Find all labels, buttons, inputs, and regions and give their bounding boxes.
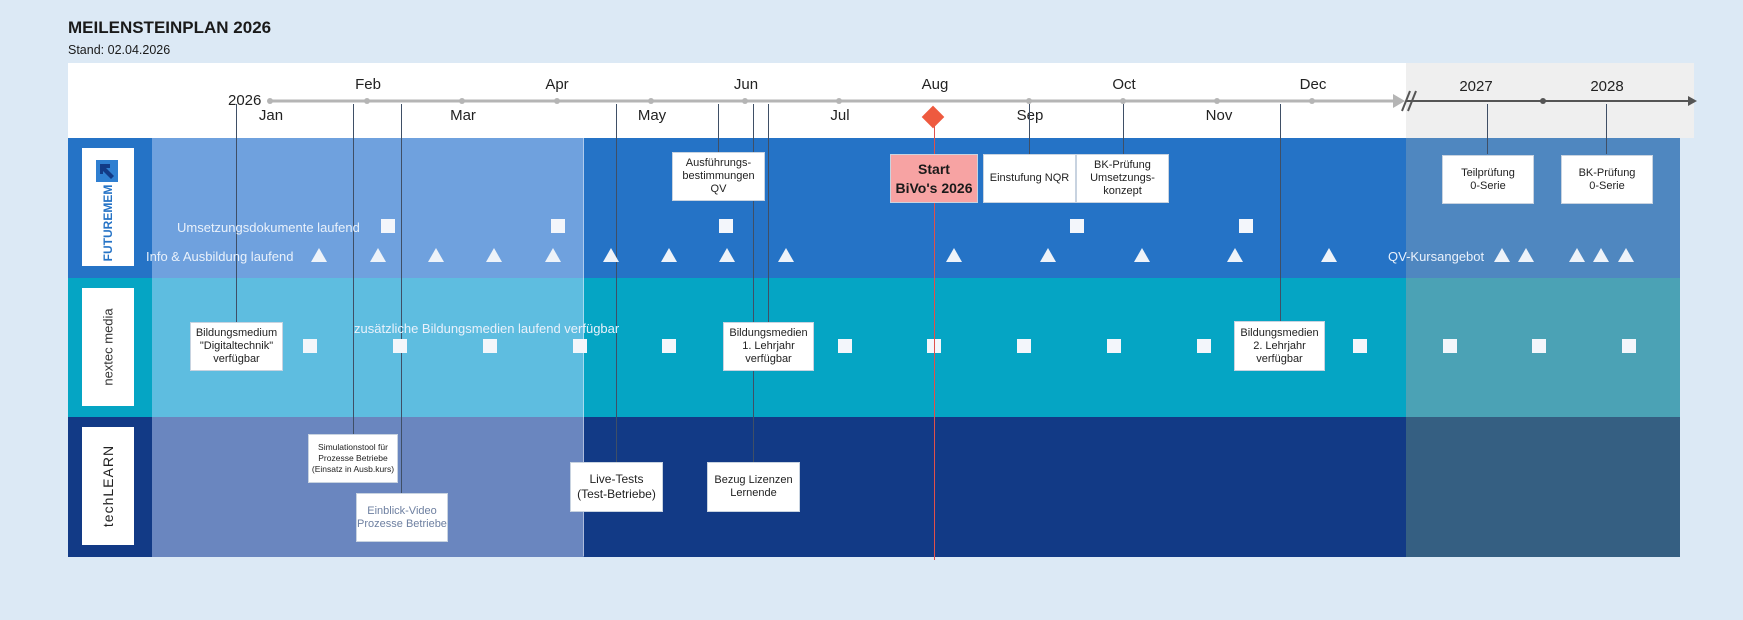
milestone-triangle (719, 248, 735, 262)
month-label: Feb (355, 76, 381, 93)
month-label: Apr (545, 76, 569, 93)
milestone-triangle (486, 248, 502, 262)
qv-kursangebot-label: QV-Kursangebot (1388, 249, 1485, 264)
milestone-triangle (778, 248, 794, 262)
milestone-square (1532, 339, 1546, 353)
milestone-square (381, 219, 395, 233)
milestone-square (303, 339, 317, 353)
milestone-square (1107, 339, 1121, 353)
logo-techlearn: techLEARN (68, 417, 152, 557)
milestone-box: Live-Tests(Test-Betriebe) (570, 462, 663, 512)
year-2028-label: 2028 (1590, 78, 1624, 95)
month-label: Jun (733, 76, 759, 93)
milestone-triangle (1518, 248, 1534, 262)
connector-line (1487, 104, 1488, 154)
milestone-triangle (1618, 248, 1634, 262)
milestone-square (1353, 339, 1367, 353)
milestone-square (1017, 339, 1031, 353)
milestone-triangle (370, 248, 386, 262)
milestone-square (1239, 219, 1253, 233)
milestone-square (719, 219, 733, 233)
futuremem-logo-icon (96, 160, 118, 182)
nextec-logo-text: nextec media (100, 308, 116, 386)
month-label: May (637, 107, 667, 124)
milestone-square (483, 339, 497, 353)
milestone-square (838, 339, 852, 353)
lane1-row1-label: Umsetzungsdokumente laufend (177, 220, 360, 235)
milestone-square (393, 339, 407, 353)
connector-line (1606, 104, 1607, 154)
milestone-triangle (1494, 248, 1510, 262)
month-label: Dec (1299, 76, 1327, 93)
connector-line (616, 104, 617, 464)
year-2026-label: 2026 (228, 92, 262, 109)
stand-date: Stand: 02.04.2026 (68, 43, 171, 57)
connector-line (718, 104, 719, 154)
milestone-square (1622, 339, 1636, 353)
milestone-triangle (311, 248, 327, 262)
month-label: Sep (1016, 107, 1044, 124)
milestone-triangle (1227, 248, 1243, 262)
month-label: Mar (450, 107, 476, 124)
milestone-triangle (661, 248, 677, 262)
milestone-triangle (603, 248, 619, 262)
lane1-row2-label: Info & Ausbildung laufend (146, 249, 294, 264)
month-label: Oct (1112, 76, 1136, 93)
today-marker-line (934, 117, 935, 560)
connector-line (768, 104, 769, 324)
milestone-triangle (545, 248, 561, 262)
year-2027-label: 2027 (1459, 78, 1493, 95)
connector-line (1029, 104, 1030, 154)
milestone-triangle (946, 248, 962, 262)
lane2-label: zusätzliche Bildungsmedien laufend verfü… (354, 321, 620, 336)
milestone-triangle (1569, 248, 1585, 262)
milestone-triangle (428, 248, 444, 262)
connector-line (1280, 104, 1281, 324)
futuremem-logo-text: FUTUREMEM (101, 184, 115, 262)
connector-line (1123, 104, 1124, 154)
connector-line (753, 104, 754, 484)
lane-techlearn-future (1406, 417, 1680, 557)
connector-line (236, 104, 237, 324)
milestone-square (1197, 339, 1211, 353)
month-label: Jul (830, 107, 850, 124)
milestone-box: Bildungsmedium"Digitaltechnik"verfügbar (190, 322, 283, 371)
milestone-triangle (1321, 248, 1337, 262)
milestone-triangle (1593, 248, 1609, 262)
milestone-square (1443, 339, 1457, 353)
connector-line (353, 104, 354, 434)
month-label: Nov (1205, 107, 1233, 124)
completed-period-highlight (152, 138, 584, 278)
month-label: Aug (921, 76, 949, 93)
milestone-square (1070, 219, 1084, 233)
month-label: Jan (258, 107, 284, 124)
page-title: MEILENSTEINPLAN 2026 (68, 18, 272, 37)
milestone-square (551, 219, 565, 233)
connector-line (401, 104, 402, 494)
milestone-box: Einstufung NQR (983, 154, 1076, 203)
milestone-triangle (1040, 248, 1056, 262)
timeline-axis (267, 90, 1697, 112)
milestone-triangle (1134, 248, 1150, 262)
techlearn-logo-text: techLEARN (100, 444, 116, 528)
logo-nextec: nextec media (68, 278, 152, 418)
milestone-square (573, 339, 587, 353)
logo-futuremem: FUTUREMEM (68, 138, 152, 278)
milestone-square (662, 339, 676, 353)
